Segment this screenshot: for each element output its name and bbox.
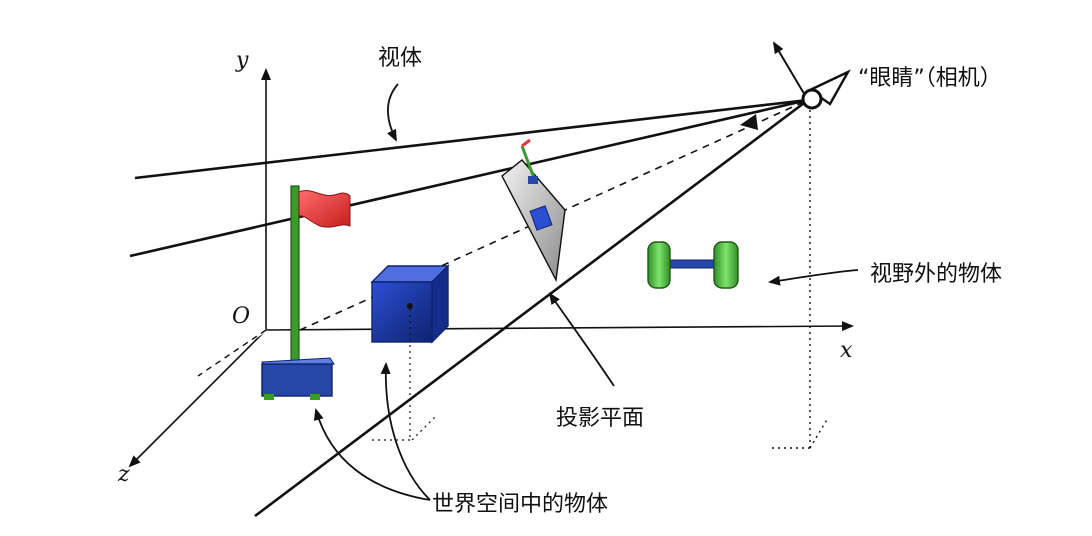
eye-camera-label: “眼睛”（相机） [858,66,1002,91]
arrow-projection-plane [548,292,615,387]
frustum-label: 视体 [378,46,423,71]
frustum-arrow-mark [740,114,758,130]
cube-front [371,281,433,343]
x-axis [265,321,854,332]
projected-pole [520,145,536,179]
arrow-outside-object [768,269,859,286]
flag-base-foot-left [264,394,274,400]
projected-base [528,176,538,184]
frustum-line-upper [129,98,809,258]
camera-eye [772,41,851,449]
z-axis-dashed [197,329,267,377]
z-axis-label: z [118,462,130,487]
frustum-line-top [134,98,809,180]
projection-plane-label: 投影平面 [556,406,645,431]
arrow-frustum [387,83,399,142]
dumbbell-bar [663,259,721,269]
z-axis [128,329,267,468]
x-axis-label: x [840,338,853,363]
origin-label: O [232,304,251,329]
world-objects-label: 世界空间中的物体 [432,492,609,517]
frustum-line-bottom [254,98,809,518]
dumbbell-right-wheel [713,241,739,289]
flag-object [261,185,351,400]
projection-plane [501,138,566,283]
eye-lens-icon [801,88,823,110]
y-axis-label: y [236,48,249,73]
flag-pole [290,185,300,365]
annotation-arrows [313,83,859,501]
camera-up-vector [772,41,807,98]
outside-object-label: 视野外的物体 [870,262,1003,287]
projected-cube [529,205,553,231]
eye-drop-diag [809,417,829,449]
cube-object [370,264,450,441]
dumbbell-left-wheel [647,241,671,289]
axes [128,68,854,468]
cube-dot [407,303,413,309]
cube-drop-diag [411,415,437,441]
arrow-world-cube [380,362,431,501]
flag-base [261,363,333,397]
flag-base-foot-right [310,394,320,400]
dumbbell-object [647,241,739,289]
projected-flag [521,138,531,148]
arrow-world-flag [313,408,431,501]
flag-cloth [298,190,351,228]
